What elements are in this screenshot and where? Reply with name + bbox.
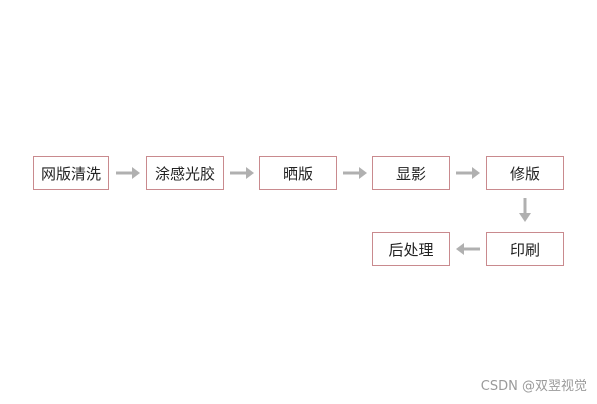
- step-post-processing: 后处理: [372, 232, 450, 266]
- step-label: 后处理: [388, 240, 434, 259]
- step-printing: 印刷: [486, 232, 564, 266]
- step-screen-cleaning: 网版清洗: [33, 156, 109, 190]
- step-label: 印刷: [509, 240, 540, 259]
- step-developing: 显影: [372, 156, 450, 190]
- arrow-left-icon: [456, 243, 480, 255]
- arrow-down-icon: [519, 198, 531, 222]
- arrow-right-icon: [116, 167, 140, 179]
- step-label: 修版: [509, 164, 540, 183]
- step-emulsion-coating: 涂感光胶: [146, 156, 224, 190]
- step-exposure: 晒版: [259, 156, 337, 190]
- step-label: 显影: [395, 164, 426, 183]
- watermark: CSDN @双翌视觉: [480, 379, 587, 394]
- step-label: 涂感光胶: [154, 164, 215, 183]
- arrow-right-icon: [230, 167, 254, 179]
- step-label: 晒版: [282, 164, 313, 183]
- step-retouching: 修版: [486, 156, 564, 190]
- arrow-right-icon: [343, 167, 367, 179]
- arrow-right-icon: [456, 167, 480, 179]
- step-label: 网版清洗: [40, 164, 101, 183]
